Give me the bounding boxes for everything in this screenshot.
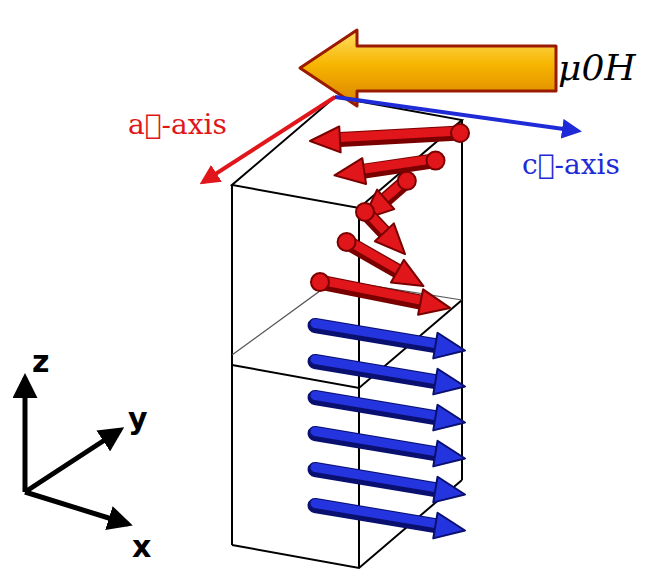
spin-head [433, 477, 465, 503]
coordinate-label: z [32, 345, 49, 378]
spin-shaft-light [340, 131, 460, 137]
spin-head [433, 513, 465, 539]
coordinate-axes [25, 378, 128, 524]
coordinate-label: x [132, 530, 151, 563]
spin-shaft-light [315, 324, 435, 344]
field-arrow [300, 30, 556, 106]
spin-head [375, 223, 405, 254]
axis-label: c⃗-axis [522, 150, 620, 181]
spin-tail [356, 203, 374, 221]
spin-shaft-light [315, 468, 435, 488]
spin-head [391, 260, 423, 286]
spin-head [310, 126, 341, 152]
spin-arrow [315, 396, 465, 431]
coordinate-label: y [128, 402, 148, 435]
spin-shaft-light [315, 360, 435, 380]
spin-head [334, 158, 366, 184]
spin-head [418, 289, 450, 315]
spin-arrow [315, 432, 465, 467]
spin-shaft-light [315, 396, 435, 416]
spin-arrows [310, 124, 469, 538]
spin-arrow [315, 468, 465, 503]
spin-tail [311, 273, 329, 291]
spin-arrow [310, 124, 469, 152]
spin-arrow [315, 360, 465, 395]
spin-arrow [338, 233, 424, 286]
spin-arrow [311, 273, 450, 315]
spin-shaft-light [315, 432, 435, 452]
spin-head [433, 405, 465, 431]
spin-tail [398, 172, 416, 190]
spin-shaft-light [315, 504, 435, 524]
unit-cell-box [232, 97, 462, 568]
spin-tail [427, 152, 445, 170]
spin-tail [451, 124, 469, 142]
spin-head [433, 369, 465, 395]
axis-label: a⃗-axis [128, 110, 227, 141]
spin-arrow [334, 152, 444, 184]
spin-head [433, 333, 465, 359]
spin-arrow [315, 504, 465, 539]
spin-shaft-light [364, 159, 435, 169]
field-label: μ0H [558, 48, 636, 88]
spin-tail [338, 233, 356, 251]
spin-shaft-light [320, 280, 421, 300]
spin-arrow [315, 324, 465, 359]
spin-head [433, 441, 465, 467]
